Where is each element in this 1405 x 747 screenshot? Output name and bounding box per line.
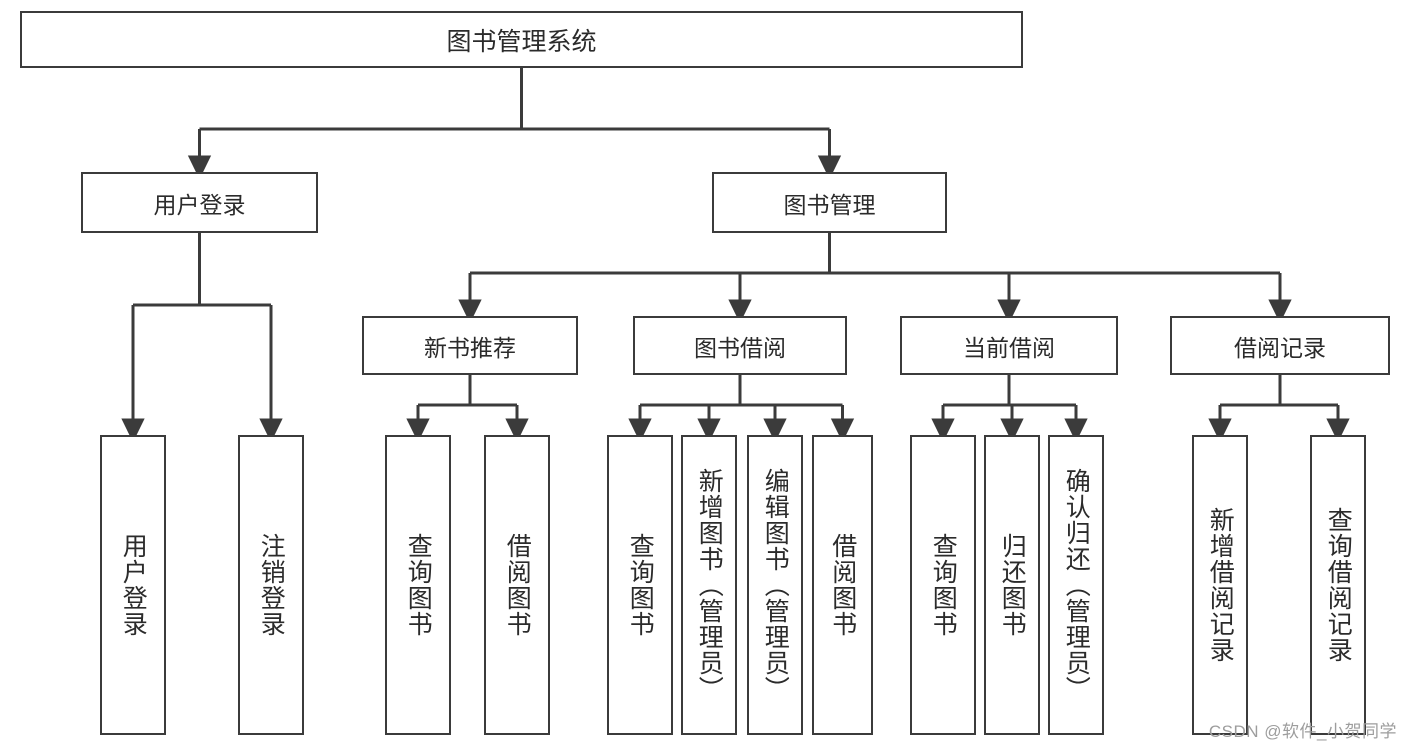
node-label: 图书管理系统	[446, 27, 597, 56]
node-label: 图书借阅	[694, 334, 786, 361]
node-borrow-record[interactable]: 借阅记录	[1170, 316, 1390, 375]
node-label: 新增图书（管理员）	[695, 468, 724, 702]
node-label: 借阅图书	[828, 533, 857, 637]
node-leaf-query-book-1[interactable]: 查询图书	[385, 435, 451, 735]
node-label: 归还图书	[998, 533, 1027, 637]
node-label: 借阅记录	[1234, 334, 1326, 361]
node-leaf-return-book[interactable]: 归还图书	[984, 435, 1040, 735]
node-new-book-rec[interactable]: 新书推荐	[362, 316, 578, 375]
node-label: 查询图书	[626, 533, 655, 637]
node-leaf-borrow-book-1[interactable]: 借阅图书	[484, 435, 550, 735]
node-leaf-query-record[interactable]: 查询借阅记录	[1310, 435, 1366, 735]
node-label: 用户登录	[119, 533, 148, 637]
node-leaf-user-logout[interactable]: 注销登录	[238, 435, 304, 735]
csdn-watermark: CSDN @软件_小贺同学	[1208, 722, 1397, 741]
node-label: 图书管理	[783, 191, 876, 218]
node-current-borrow[interactable]: 当前借阅	[900, 316, 1118, 375]
node-book-manage[interactable]: 图书管理	[712, 172, 947, 233]
node-root[interactable]: 图书管理系统	[20, 11, 1023, 68]
node-label: 新增借阅记录	[1206, 507, 1235, 663]
node-leaf-borrow-book-2[interactable]: 借阅图书	[812, 435, 873, 735]
node-leaf-query-book-3[interactable]: 查询图书	[910, 435, 976, 735]
node-label: 借阅图书	[503, 533, 532, 637]
node-label: 当前借阅	[963, 334, 1055, 361]
node-leaf-query-book-2[interactable]: 查询图书	[607, 435, 673, 735]
node-label: 查询借阅记录	[1324, 507, 1353, 663]
node-label: 注销登录	[257, 533, 286, 637]
node-leaf-confirm-return[interactable]: 确认归还（管理员）	[1048, 435, 1104, 735]
node-label: 用户登录	[153, 191, 246, 218]
node-book-borrow[interactable]: 图书借阅	[633, 316, 847, 375]
node-user-login[interactable]: 用户登录	[81, 172, 318, 233]
node-label: 新书推荐	[424, 334, 516, 361]
node-label: 确认归还（管理员）	[1062, 468, 1091, 702]
node-leaf-add-record[interactable]: 新增借阅记录	[1192, 435, 1248, 735]
node-leaf-user-login[interactable]: 用户登录	[100, 435, 166, 735]
node-label: 编辑图书（管理员）	[761, 468, 790, 702]
node-leaf-edit-book[interactable]: 编辑图书（管理员）	[747, 435, 803, 735]
node-label: 查询图书	[929, 533, 958, 637]
node-leaf-add-book[interactable]: 新增图书（管理员）	[681, 435, 737, 735]
node-label: 查询图书	[404, 533, 433, 637]
